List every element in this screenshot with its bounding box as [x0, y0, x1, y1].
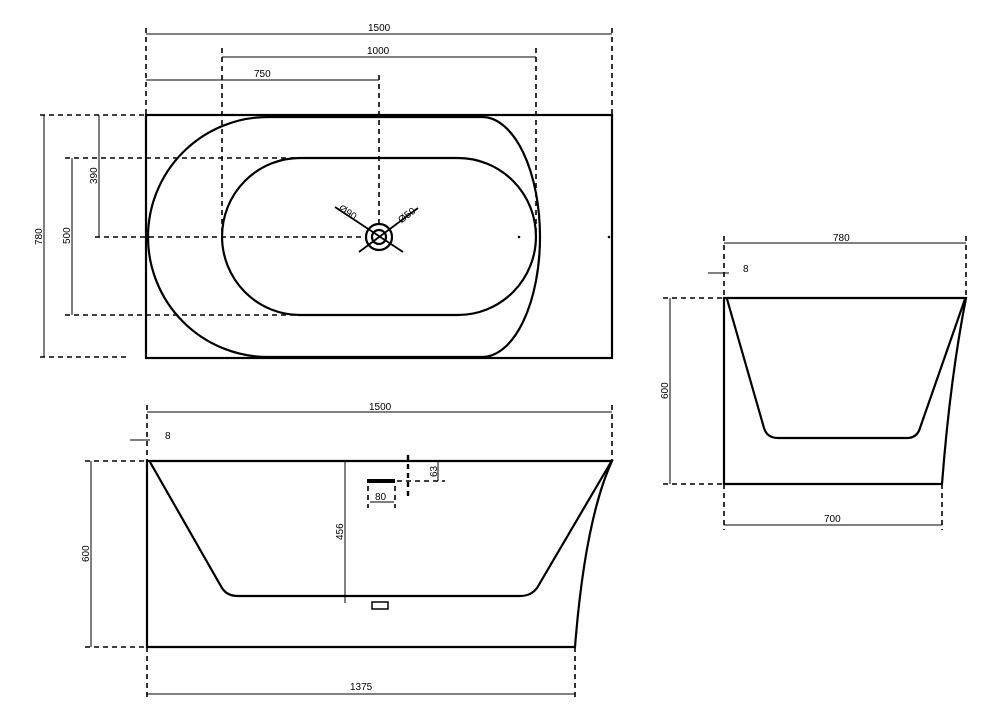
side-view-outline — [145, 459, 614, 649]
dim-base-length: 1375 — [350, 682, 373, 693]
overflow — [367, 479, 395, 483]
drain-inner-label: Ø50 — [396, 206, 418, 226]
side-view-basin — [149, 461, 612, 598]
drain: Ø90 Ø50 — [334, 203, 419, 253]
dim-overflow-width: 80 — [375, 492, 387, 503]
end-view: 780 8 600 700 — [660, 233, 968, 530]
dim-inner-width: 500 — [62, 227, 73, 244]
tub-rim-outer — [146, 115, 542, 359]
dim-base-width: 700 — [824, 514, 841, 525]
end-view-outline — [722, 296, 968, 486]
dim-drain-offset: 750 — [254, 69, 271, 80]
dim-drain-span: 1000 — [367, 46, 390, 57]
dim-inner-depth: 456 — [335, 523, 346, 540]
top-view: Ø90 Ø50 1500 1000 750 780 390 500 — [34, 23, 614, 360]
dim-rim: 8 — [165, 431, 171, 442]
tub-basin-inner — [220, 156, 538, 317]
dim-overall-width: 780 — [34, 228, 45, 245]
dim-height: 600 — [81, 545, 92, 562]
dim-rim: 8 — [743, 264, 749, 275]
drain-outlet — [371, 601, 389, 610]
end-view-basin — [725, 298, 967, 440]
dim-top-length: 1500 — [369, 402, 392, 413]
dim-drain-from-wall: 390 — [89, 167, 100, 184]
dim-height: 600 — [660, 382, 671, 399]
side-view: 80 63 456 1500 8 600 1375 — [81, 402, 614, 700]
dim-overall-length: 1500 — [368, 23, 391, 34]
dim-overflow-offset: 63 — [429, 465, 440, 477]
dim-top-width: 780 — [833, 233, 850, 244]
